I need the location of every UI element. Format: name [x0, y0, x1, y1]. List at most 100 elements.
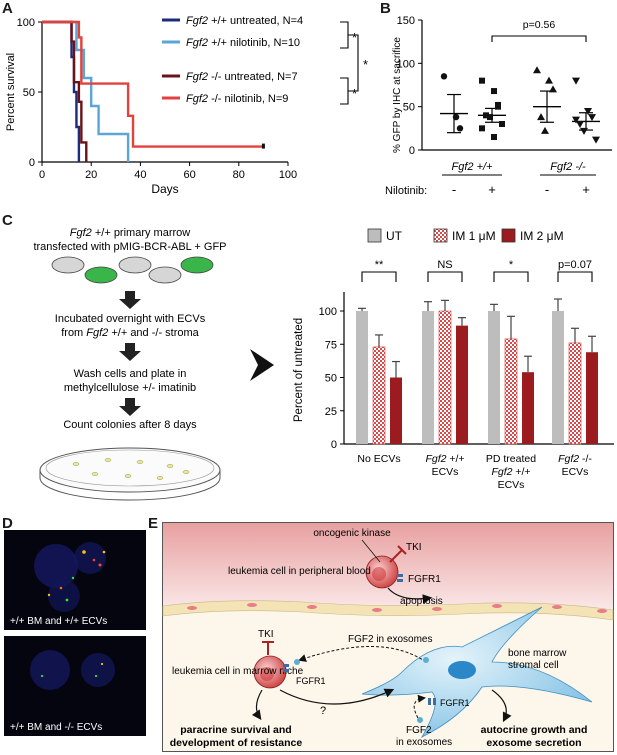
b-ytick-label: 0	[409, 145, 415, 157]
panel-b-treat-2: +	[488, 182, 496, 197]
c-ytick-label: 100	[319, 306, 337, 318]
panel-c-legend: UT IM 1 μM IM 2 μM	[367, 228, 564, 243]
a-xtick-label: 40	[134, 169, 146, 181]
panel-b-treat-4: +	[582, 182, 590, 197]
a-xtick-label: 80	[233, 169, 245, 181]
autocrine-label-2: exosome secretion	[486, 737, 581, 749]
a-legend-label: Fgf2 +/+ untreated, N=4	[186, 15, 303, 27]
panel-d-image-2: +/+ BM and -/- ECVs	[4, 636, 146, 736]
panel-b-bracket	[491, 35, 587, 42]
b-point-triangle-up	[533, 66, 541, 74]
panel-d-caption-2: +/+ BM and -/- ECVs	[10, 722, 103, 733]
c-bar	[390, 377, 402, 444]
c-legend-label: UT	[386, 229, 403, 243]
endothelial-layer	[162, 600, 614, 621]
a-legend-label: Fgf2 -/- untreated, N=7	[186, 71, 298, 83]
c-bar	[356, 311, 368, 444]
panel-a-bracket-3	[348, 34, 359, 92]
b-point-triangle-down	[572, 77, 580, 85]
b-point-triangle-down	[576, 121, 584, 128]
c-xlabel: No ECVs	[357, 453, 400, 465]
panel-c-significance: **NS*p=0.07	[361, 259, 593, 282]
b-point-circle	[456, 125, 464, 132]
tki-label-2: TKI	[258, 629, 274, 640]
flow-arrow-3	[119, 398, 141, 416]
panel-a-ylabel: Percent survival	[5, 53, 17, 131]
fgf2-exosome-label: FGF2 in exosomes	[348, 634, 432, 645]
panel-c-flow: Fgf2 +/+ primary marrow transfected with…	[33, 227, 227, 501]
micrograph-2	[30, 650, 115, 690]
paracrine-arrow	[251, 689, 263, 720]
c-bar	[488, 311, 500, 444]
a-legend-label: Fgf2 -/- nilotinib, N=9	[186, 93, 288, 105]
cell-niche-label: leukemia cell in marrow niche	[172, 666, 304, 677]
b-ytick-label: 150	[397, 15, 415, 27]
panel-a-bracket-2	[340, 77, 349, 105]
c-legend-label: IM 1 μM	[452, 229, 496, 243]
paracrine-label-2: development of resistance	[170, 737, 303, 749]
flow-step1-line2: transfected with pMIG-BCR-ABL + GFP	[33, 241, 226, 253]
micrograph-1	[34, 542, 106, 612]
c-legend-swatch	[433, 228, 448, 243]
b-point-triangle-up	[545, 76, 553, 84]
c-xlabel: ECVs	[498, 479, 525, 491]
survival-arrow	[279, 688, 395, 705]
panel-a-xlabel: Days	[151, 182, 178, 196]
c-bar	[586, 352, 598, 444]
panel-label-d: D	[2, 515, 13, 532]
panel-a-sig-1: *	[352, 30, 357, 45]
panel-d-caption-1: +/+ BM and +/+ ECVs	[10, 616, 108, 627]
c-xlabel: PD treated	[486, 453, 536, 465]
autocrine-out-arrow	[491, 689, 512, 723]
c-legend-label: IM 2 μM	[520, 229, 564, 243]
flow-step3-line1: Wash cells and plate in	[74, 368, 187, 380]
panel-c-ylabel: Percent of untreated	[293, 318, 305, 422]
flow-step2-line2: from Fgf2 +/+ and -/- stroma	[61, 327, 199, 339]
b-point-circle	[452, 113, 460, 121]
c-sig-bracket	[557, 271, 593, 282]
c-ytick-label: 75	[325, 339, 337, 351]
b-point-square	[491, 88, 497, 95]
panel-label-a: A	[2, 0, 13, 17]
panel-b-ylabel: % GFP by IHC at sacrifice	[392, 37, 403, 153]
fgf2-bottom-label-1: FGF2	[406, 725, 432, 736]
panel-a-sig-3: *	[363, 57, 368, 72]
b-point-square	[499, 121, 505, 127]
stromal-nucleus	[448, 661, 476, 679]
flow-step1-line1: Fgf2 +/+ primary marrow	[70, 227, 190, 239]
b-point-square	[495, 103, 501, 110]
panel-b-pvalue: p=0.56	[523, 19, 556, 31]
tki-inhibitor-icon-2	[262, 641, 274, 655]
paracrine-label-1: paracrine survival and	[180, 724, 291, 736]
panel-b-group1: Fgf2 +/+	[452, 161, 494, 173]
a-series-line-1	[42, 20, 130, 162]
b-point-square	[491, 134, 497, 140]
flow-step3-line2: methylcellulose +/- imatinib	[64, 382, 196, 394]
flow-step2-line1: Incubated overnight with ECVs	[55, 313, 206, 325]
b-point-triangle-up	[549, 85, 557, 93]
c-bar	[504, 338, 518, 445]
flow-cells	[51, 256, 214, 284]
c-sig-label: p=0.07	[558, 259, 592, 271]
question-mark: ?	[320, 705, 326, 717]
c-bar	[438, 310, 452, 445]
flow-arrow-1	[119, 291, 141, 309]
panel-label-e: E	[148, 515, 159, 532]
cell-blood-label: leukemia cell in peripheral blood	[228, 566, 371, 577]
oncogenic-label: oncogenic kinase	[313, 528, 391, 539]
b-point-triangle-up	[541, 126, 549, 134]
c-xlabel: Fgf2 -/-	[558, 453, 592, 465]
b-point-square	[479, 77, 485, 84]
exosome-arrow-top	[298, 646, 427, 663]
b-point-square	[479, 125, 485, 132]
a-xtick-label: 100	[279, 169, 297, 181]
c-bar	[522, 372, 534, 444]
